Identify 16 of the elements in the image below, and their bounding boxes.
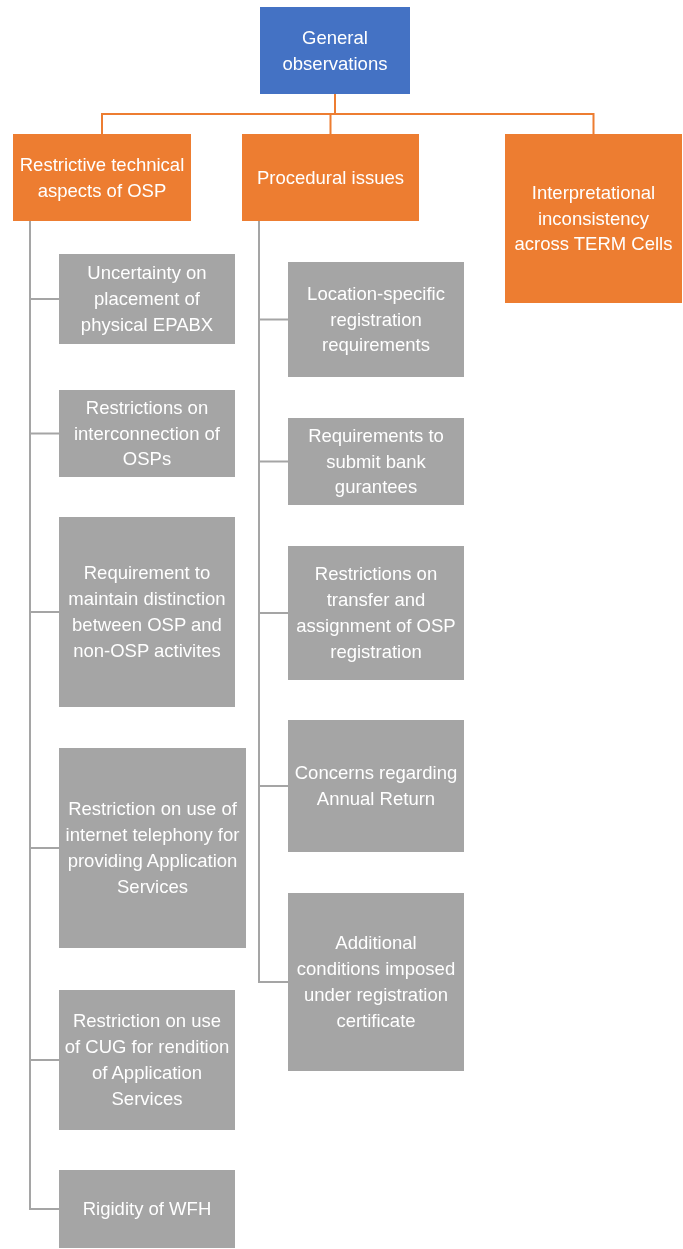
issue-box: Additional conditions imposed under registration certificate — [288, 893, 464, 1071]
category-box: Procedural issues — [242, 134, 419, 221]
issue-box: Restriction on use of CUG for rendition of Application Services — [59, 990, 235, 1130]
issue-box: Location-specific registration requirements — [288, 262, 464, 377]
issue-box: Restrictions on transfer and assignment of OSP registration — [288, 546, 464, 680]
issue-box: Rigidity of WFH — [59, 1170, 235, 1248]
issue-box: Requirements to submit bank gurantees — [288, 418, 464, 505]
issue-box: Restrictions on interconnection of OSPs — [59, 390, 235, 477]
issue-box: Concerns regarding Annual Return — [288, 720, 464, 852]
issue-box: Restriction on use of internet telephony for providing Application Services — [59, 748, 246, 948]
connector-line — [334, 93, 595, 135]
category-box: Restrictive technical aspects of OSP — [13, 134, 191, 221]
issue-box: Uncertainty on placement of physical EPABX — [59, 254, 235, 344]
issue-box: Requirement to maintain distinction between OSP and non-OSP activites — [59, 517, 235, 707]
category-box: Interpretational inconsistency across TERM Cells — [505, 134, 682, 303]
root-box: General observations — [260, 7, 410, 94]
